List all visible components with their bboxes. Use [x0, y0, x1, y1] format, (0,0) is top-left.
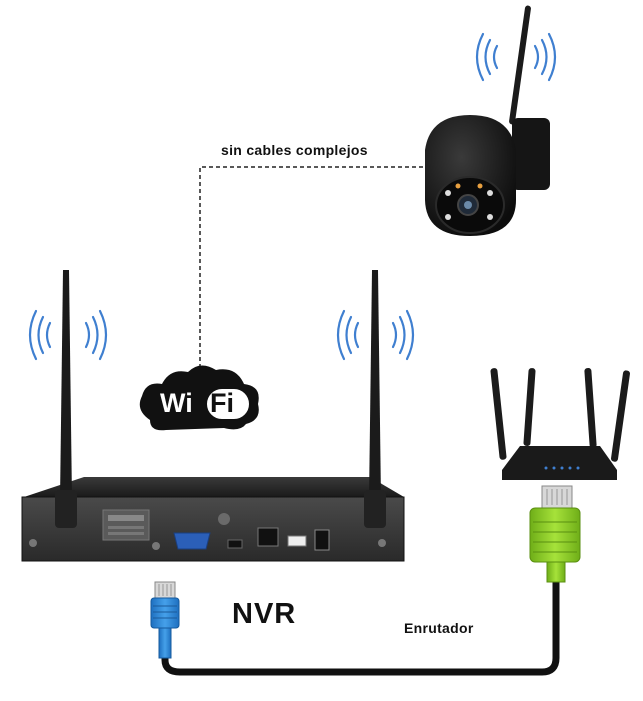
wifi-logo-fi: Fi [210, 388, 234, 418]
nvr-recorder [21, 477, 405, 562]
blue-ethernet-connector [150, 581, 180, 659]
wifi-logo-wi: Wi [160, 388, 193, 418]
camera-signal-waves [475, 32, 557, 82]
nvr-right-signal-waves [336, 309, 415, 361]
ptz-camera [425, 5, 550, 236]
nvr-label: NVR [232, 598, 297, 630]
router-label: Enrutador [404, 620, 474, 636]
green-ethernet-connector [529, 485, 581, 583]
wifi-logo-text: Wi Fi [138, 380, 258, 428]
dashed-wireless-link [199, 166, 428, 368]
router [490, 368, 630, 480]
ethernet-cable [161, 578, 560, 676]
wifi-logo [139, 365, 259, 431]
nvr-antennas [55, 270, 386, 528]
wireless-caption: sin cables complejos [221, 142, 368, 158]
nvr-left-signal-waves [28, 309, 108, 361]
